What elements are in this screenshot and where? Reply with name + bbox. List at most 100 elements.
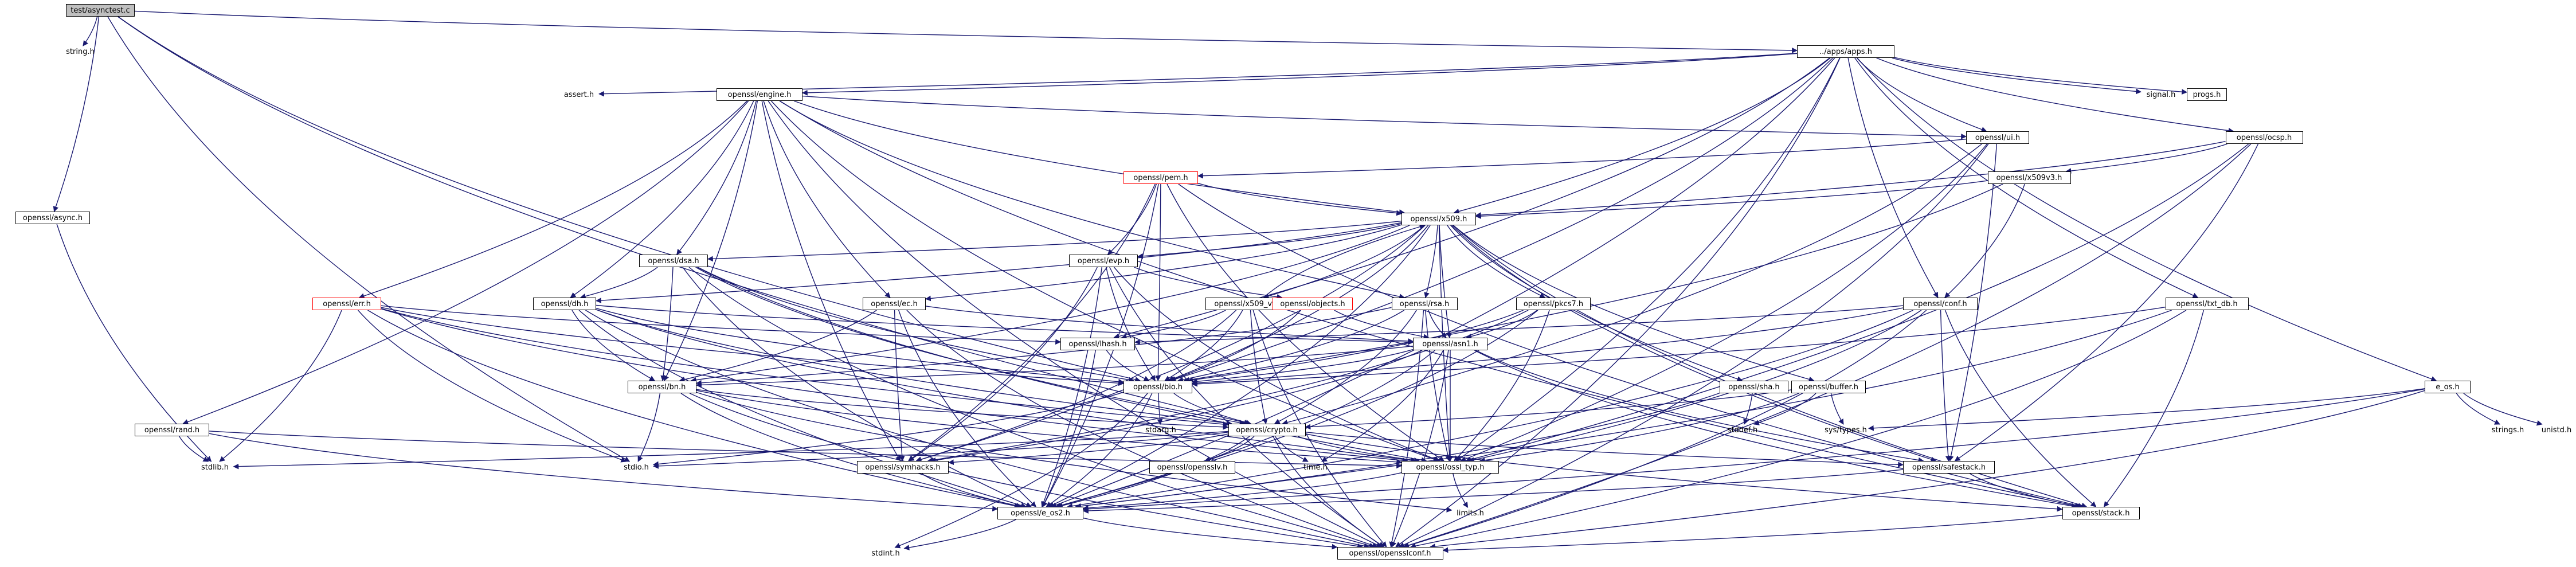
node-ossltyp[interactable]: openssl/ossl_typ.h <box>1401 461 1499 474</box>
edge-bio-to-crypto <box>1173 393 1252 425</box>
edge-eos2-to-stdint <box>903 519 1016 550</box>
node-engine[interactable]: openssl/engine.h <box>717 88 802 101</box>
node-x509[interactable]: openssl/x509.h <box>1401 213 1476 225</box>
edge-x509vfy-to-bio <box>1164 310 1243 381</box>
node-progs[interactable]: progs.h <box>2187 88 2227 101</box>
node-eos[interactable]: e_os.h <box>2425 381 2471 393</box>
node-err[interactable]: openssl/err.h <box>312 298 381 310</box>
edge-pkcs7-to-asn1 <box>1466 310 1538 339</box>
edge-rand-to-eos2 <box>209 433 998 512</box>
edge-engine-to-symhacks <box>761 100 901 462</box>
node-stdint: stdint.h <box>871 549 900 558</box>
edge-x509-to-evp <box>1137 223 1402 259</box>
node-evp[interactable]: openssl/evp.h <box>1069 255 1138 267</box>
node-ocsp[interactable]: openssl/ocsp.h <box>2225 131 2303 144</box>
edge-txtdb-to-opensslconf <box>1410 310 2187 549</box>
edge-ocsp-to-safestack <box>1954 143 2259 462</box>
node-stddef: stddef.h <box>1727 425 1758 435</box>
edge-x509-to-buffer <box>1453 225 1815 382</box>
node-bio[interactable]: openssl/bio.h <box>1123 381 1192 393</box>
edge-pem-to-ossltyp <box>1166 183 1444 462</box>
node-rand[interactable]: openssl/rand.h <box>135 424 209 436</box>
node-sha[interactable]: openssl/sha.h <box>1720 381 1788 393</box>
edge-root-to-stdio <box>107 16 631 462</box>
node-crypto[interactable]: openssl/crypto.h <box>1228 424 1306 436</box>
edge-x509-to-pkcs7 <box>1447 225 1546 298</box>
node-async[interactable]: openssl/async.h <box>15 212 90 224</box>
edge-crypto-to-stdio <box>653 432 1228 469</box>
node-buffer[interactable]: openssl/buffer.h <box>1791 381 1866 393</box>
node-pem[interactable]: openssl/pem.h <box>1123 171 1198 184</box>
node-stdlib: stdlib.h <box>201 463 229 472</box>
edge-pkcs7-to-symhacks <box>927 310 1529 463</box>
edge-engine-to-rsa <box>779 100 1405 299</box>
node-dsa[interactable]: openssl/dsa.h <box>639 255 708 267</box>
edge-rsa-to-ossltyp <box>1425 310 1451 462</box>
edge-apps-to-ocsp <box>1876 57 2234 134</box>
edge-err-to-lhash <box>381 305 1061 345</box>
node-lhash[interactable]: openssl/lhash.h <box>1060 338 1135 350</box>
edge-pem-to-symhacks <box>908 183 1156 462</box>
node-pkcs7[interactable]: openssl/pkcs7.h <box>1516 298 1591 310</box>
edge-symhacks-to-eos2 <box>921 473 1022 509</box>
edge-eos-to-eos2 <box>1083 388 2425 512</box>
node-objects[interactable]: openssl/objects.h <box>1273 298 1353 310</box>
node-eos2[interactable]: openssl/e_os2.h <box>997 507 1083 519</box>
node-apps[interactable]: ../apps/apps.h <box>1797 45 1894 58</box>
edge-apps-to-opensslconf <box>1395 57 1841 548</box>
edge-crypto-to-stdlib <box>233 431 1228 470</box>
edge-dh-to-bio <box>596 308 1124 385</box>
edge-eos-to-opensslconf <box>1430 390 2425 549</box>
edge-buffer-to-systypes <box>1830 393 1844 425</box>
node-conf[interactable]: openssl/conf.h <box>1903 298 1978 310</box>
edge-engine-to-dsa <box>676 100 757 255</box>
edge-bio-to-stdio <box>653 392 1124 467</box>
edge-safestack-to-eos2 <box>1083 469 1904 514</box>
node-strings: strings.h <box>2491 425 2524 435</box>
edge-conf-to-opensslconf <box>1403 310 1927 549</box>
edge-ocsp-to-opensslconf <box>1403 143 2252 549</box>
edge-crypto-to-safestack <box>1305 431 1904 468</box>
edge-ec-to-eos2 <box>898 310 1037 507</box>
node-time: time.h <box>1303 463 1328 472</box>
node-asn1[interactable]: openssl/asn1.h <box>1413 338 1487 350</box>
node-assert: assert.h <box>563 90 594 99</box>
edge-err-to-stdlib <box>219 310 342 462</box>
edge-engine-to-bn <box>664 100 758 381</box>
edge-eos-to-unistd <box>2463 393 2543 426</box>
node-safestack[interactable]: openssl/safestack.h <box>1903 461 1995 474</box>
node-x509v3[interactable]: openssl/x509v3.h <box>1987 171 2071 184</box>
node-opensslconf[interactable]: openssl/opensslconf.h <box>1337 547 1443 560</box>
node-ec[interactable]: openssl/ec.h <box>863 298 926 310</box>
node-root[interactable]: test/asynctest.c <box>66 4 135 17</box>
edge-rand-to-stdlib <box>179 436 209 462</box>
edge-engine-to-err <box>358 100 747 299</box>
edge-asn1-to-bn <box>696 345 1414 388</box>
node-opensslv[interactable]: openssl/opensslv.h <box>1149 461 1235 474</box>
node-symhacks[interactable]: openssl/symhacks.h <box>857 461 949 474</box>
edge-apps-to-conf <box>1847 57 1939 298</box>
edge-engine-to-opensslconf <box>768 100 1382 548</box>
edge-pkcs7-to-eos2 <box>1055 310 1538 509</box>
edge-engine-to-ui <box>802 95 1967 139</box>
node-stack[interactable]: openssl/stack.h <box>2062 507 2140 519</box>
node-rsa[interactable]: openssl/rsa.h <box>1391 298 1458 310</box>
node-ui[interactable]: openssl/ui.h <box>1966 131 2029 144</box>
node-x509vfy[interactable]: openssl/x509_vfy.h <box>1205 298 1294 310</box>
edge-pkcs7-to-ossltyp <box>1454 310 1550 462</box>
edge-pem-to-evp <box>1107 183 1157 255</box>
node-bn[interactable]: openssl/bn.h <box>628 381 696 393</box>
edge-conf-to-stack <box>1944 310 2097 507</box>
edge-ui-to-opensslconf <box>1399 143 1989 548</box>
edge-conf-to-bio <box>1192 307 1904 386</box>
edge-buffer-to-crypto <box>1305 389 1792 430</box>
edge-pem-to-x509 <box>1197 182 1402 216</box>
node-signal: signal.h <box>2146 90 2176 99</box>
node-dh[interactable]: openssl/dh.h <box>533 298 596 310</box>
edge-evp-to-bio <box>1106 267 1156 381</box>
node-txtdb[interactable]: openssl/txt_db.h <box>2165 298 2249 310</box>
edge-apps-to-ossltyp <box>1455 57 1841 462</box>
node-unistd: unistd.h <box>2541 425 2572 435</box>
node-systypes: sys/types.h <box>1825 425 1867 435</box>
edge-x509vfy-to-lhash <box>1121 310 1226 340</box>
